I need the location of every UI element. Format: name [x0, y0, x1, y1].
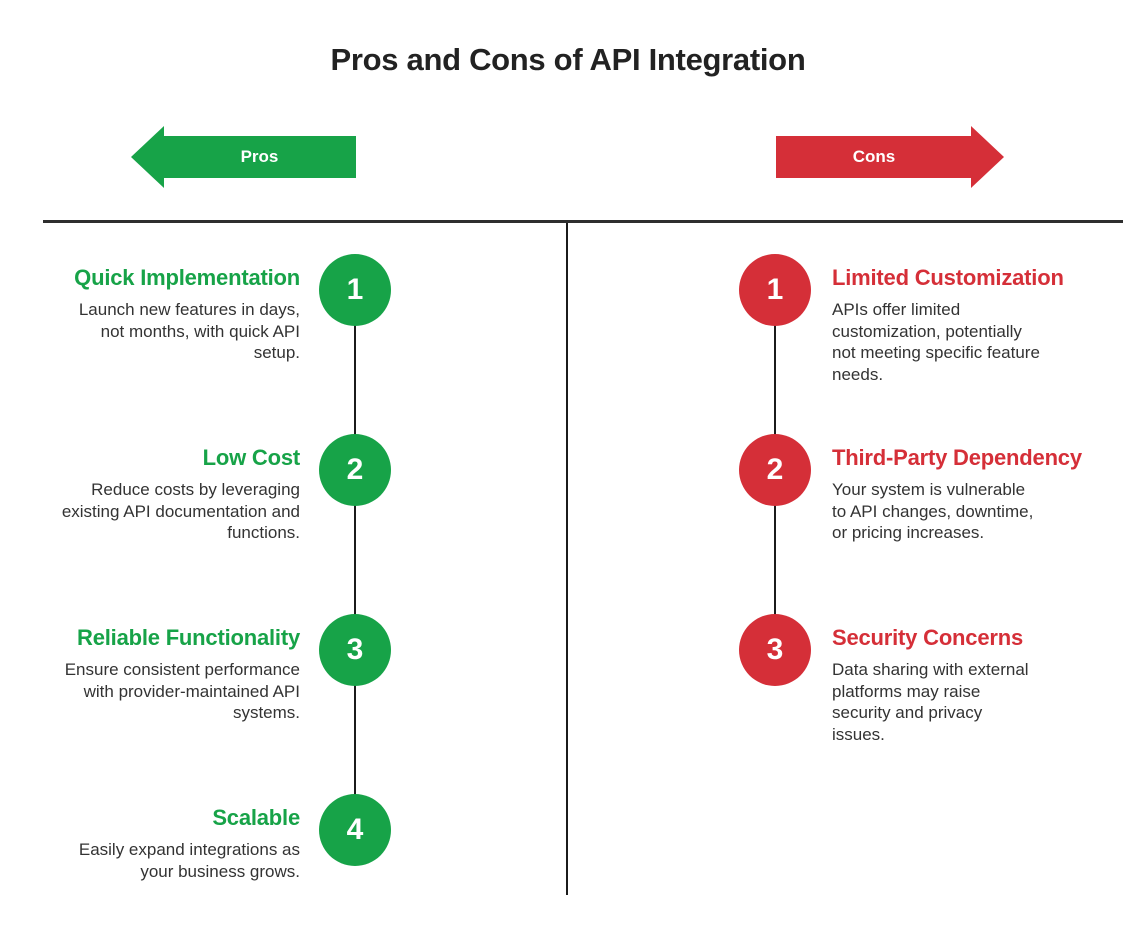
- cons-connector-1-2: [774, 290, 776, 471]
- pros-item-2-description: Reduce costs by leveraging existing API …: [61, 480, 300, 542]
- pros-banner-arrow: Pros: [131, 126, 356, 188]
- cons-item-2-title: Third-Party Dependency: [832, 445, 1082, 470]
- arrow-right-head-icon: [971, 126, 1004, 188]
- pros-item-3-number-badge: 3: [319, 614, 391, 686]
- cons-item-1: Limited Customization APIs offer limited…: [832, 264, 1117, 385]
- cons-item-2-description: Your system is vulnerable to API changes…: [832, 480, 1034, 542]
- cons-item-2-number: 2: [766, 453, 784, 486]
- pros-item-1-number: 1: [346, 273, 364, 306]
- pros-banner-label: Pros: [240, 147, 279, 166]
- pros-connector-2-3: [354, 470, 356, 651]
- header-divider-line: [43, 220, 1123, 223]
- pros-item-4-description: Easily expand integrations as your busin…: [78, 840, 300, 881]
- pros-item-4: Scalable Easily expand integrations as y…: [25, 804, 300, 882]
- pros-item-2-number: 2: [346, 453, 364, 486]
- cons-connector-2-3: [774, 470, 776, 651]
- cons-item-2-number-badge: 2: [739, 434, 811, 506]
- cons-banner-arrow: Cons: [776, 126, 1004, 188]
- column-divider-line: [566, 223, 568, 895]
- pros-connector-1-2: [354, 290, 356, 471]
- pros-item-2: Low Cost Reduce costs by leveraging exis…: [25, 444, 300, 544]
- cons-banner-label: Cons: [852, 147, 896, 166]
- pros-item-4-title: Scalable: [212, 805, 300, 830]
- pros-item-3-number: 3: [346, 633, 364, 666]
- cons-item-3-number-badge: 3: [739, 614, 811, 686]
- pros-item-1-description: Launch new features in days, not months,…: [78, 300, 300, 362]
- pros-item-2-title: Low Cost: [202, 445, 301, 470]
- pros-item-4-number-badge: 4: [319, 794, 391, 866]
- pros-item-1-title: Quick Implementation: [74, 265, 300, 290]
- cons-item-3-title: Security Concerns: [832, 625, 1024, 650]
- pros-banner-body: Pros: [163, 136, 356, 178]
- pros-connector-3-4: [354, 650, 356, 831]
- pros-item-1-number-badge: 1: [319, 254, 391, 326]
- cons-item-3-description: Data sharing with external platforms may…: [832, 660, 1029, 744]
- page-title: Pros and Cons of API Integration: [330, 42, 806, 77]
- pros-item-3-description: Ensure consistent performance with provi…: [64, 660, 300, 722]
- cons-banner-body: Cons: [776, 136, 972, 178]
- cons-item-3: Security Concerns Data sharing with exte…: [832, 624, 1117, 745]
- pros-item-3: Reliable Functionality Ensure consistent…: [25, 624, 300, 724]
- cons-item-1-number: 1: [766, 273, 784, 306]
- pros-item-1: Quick Implementation Launch new features…: [25, 264, 300, 364]
- pros-item-4-number: 4: [346, 813, 364, 846]
- pros-item-3-title: Reliable Functionality: [77, 625, 300, 650]
- pros-item-2-number-badge: 2: [319, 434, 391, 506]
- cons-item-1-number-badge: 1: [739, 254, 811, 326]
- cons-item-2: Third-Party Dependency Your system is vu…: [832, 444, 1117, 544]
- cons-item-1-title: Limited Customization: [832, 265, 1064, 290]
- arrow-left-head-icon: [131, 126, 164, 188]
- cons-item-3-number: 3: [766, 633, 784, 666]
- cons-item-1-description: APIs offer limited customization, potent…: [832, 300, 1040, 384]
